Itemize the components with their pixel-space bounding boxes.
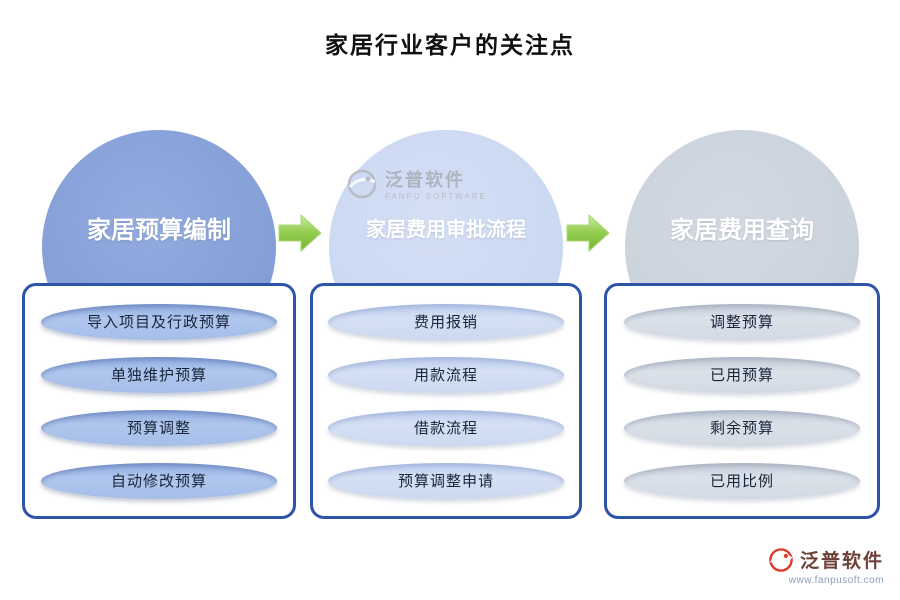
list-item-label: 借款流程 bbox=[413, 421, 478, 437]
list-item-label: 已用比例 bbox=[709, 474, 774, 490]
watermark-logo-icon bbox=[347, 169, 377, 198]
list-item: 导入项目及行政预算 bbox=[41, 303, 277, 340]
list-item: 调整预算 bbox=[624, 303, 860, 340]
list-item: 预算调整 bbox=[41, 409, 277, 446]
list-item: 已用预算 bbox=[624, 356, 860, 393]
list-item-label: 已用预算 bbox=[709, 368, 774, 384]
stage-column-query: 家居费用查询 调整预算 已用预算 剩余预算 已用比例 bbox=[604, 0, 880, 600]
watermark-name: 泛普软件 bbox=[385, 170, 465, 190]
stage-column-budget: 家居预算编制 导入项目及行政预算 单独维护预算 预算调整 自动修改预算 bbox=[22, 0, 296, 600]
watermark-subtitle: FANPU SOFTWARE bbox=[385, 192, 487, 201]
stage-header: 家居费用审批流程 bbox=[366, 218, 526, 241]
stage-panel-approval: 费用报销 用款流程 借款流程 预算调整申请 bbox=[310, 283, 582, 519]
stage-column-approval: 家居费用审批流程 费用报销 用款流程 借款流程 预算调整申请 bbox=[310, 0, 582, 600]
arrow-right-icon bbox=[566, 213, 610, 253]
list-item-label: 导入项目及行政预算 bbox=[86, 315, 231, 331]
footer-brand: 泛普软件 www.fanpusoft.com bbox=[768, 546, 884, 586]
diagram-title: 家居行业客户的关注点 bbox=[325, 33, 575, 58]
list-item-label: 单独维护预算 bbox=[110, 368, 207, 384]
footer-brand-row: 泛普软件 bbox=[768, 546, 884, 573]
list-item-label: 预算调整申请 bbox=[397, 474, 494, 490]
list-item: 费用报销 bbox=[328, 303, 564, 340]
footer-brand-name: 泛普软件 bbox=[799, 551, 884, 572]
list-item-label: 自动修改预算 bbox=[110, 474, 207, 490]
stage-panel-budget: 导入项目及行政预算 单独维护预算 预算调整 自动修改预算 bbox=[22, 283, 296, 519]
list-item: 借款流程 bbox=[328, 409, 564, 446]
list-item: 自动修改预算 bbox=[41, 462, 277, 499]
footer-brand-url: www.fanpusoft.com bbox=[788, 575, 884, 586]
list-item: 已用比例 bbox=[624, 462, 860, 499]
fanpu-logo-icon bbox=[769, 547, 793, 572]
list-item: 用款流程 bbox=[328, 356, 564, 393]
arrow-right-icon bbox=[278, 213, 322, 253]
list-item: 预算调整申请 bbox=[328, 462, 564, 499]
list-item-label: 费用报销 bbox=[413, 315, 478, 331]
list-item-label: 调整预算 bbox=[709, 315, 774, 331]
list-item-label: 预算调整 bbox=[126, 421, 191, 437]
list-item: 单独维护预算 bbox=[41, 356, 277, 393]
stage-header: 家居费用查询 bbox=[670, 217, 814, 244]
list-item-label: 用款流程 bbox=[413, 368, 478, 384]
stage-header: 家居预算编制 bbox=[87, 217, 231, 244]
watermark: 泛普软件 FANPU SOFTWARE bbox=[346, 166, 487, 201]
watermark-text: 泛普软件 FANPU SOFTWARE bbox=[385, 166, 487, 201]
stage-panel-query: 调整预算 已用预算 剩余预算 已用比例 bbox=[604, 283, 880, 519]
list-item: 剩余预算 bbox=[624, 409, 860, 446]
list-item-label: 剩余预算 bbox=[709, 421, 774, 437]
